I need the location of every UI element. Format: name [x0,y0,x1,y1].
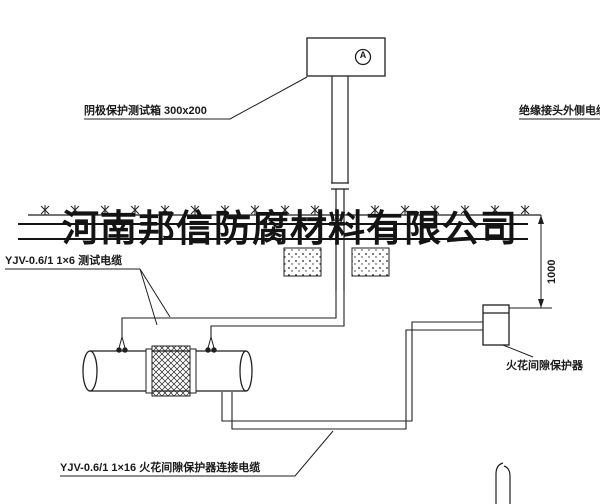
cable-terminals [116,336,217,353]
test-cable-route [121,291,345,337]
insulating-joint [145,345,197,397]
protector-cable-route [221,321,483,430]
dimension-line [509,215,552,309]
test-box-label: 阴极保护测试箱 300x200 [84,105,207,117]
insulated-joint-cable-label: 绝缘接头外侧电缆 [519,105,600,117]
protector-cable-label: YJV-0.6/1 1×16 火花间隙保护器连接电缆 [60,462,261,474]
conduit-riser [331,76,349,291]
dimension-1000-label: 1000 [546,259,558,284]
company-watermark: 河南邦信防腐材料有限公司 [62,208,518,249]
spark-gap-protector-label: 火花间隙保护器 [506,360,583,372]
anchor-blocks [283,247,390,277]
test-cable-label: YJV-0.6/1 1×6 测试电缆 [5,255,123,267]
ammeter-circle-icon [354,48,372,66]
ammeter-letter: A [359,50,367,60]
pipe-section-symbol [495,462,511,504]
watermark-lines [18,223,528,240]
spark-gap-protector [482,304,510,346]
leader-lines [5,76,600,477]
test-box [306,37,386,77]
